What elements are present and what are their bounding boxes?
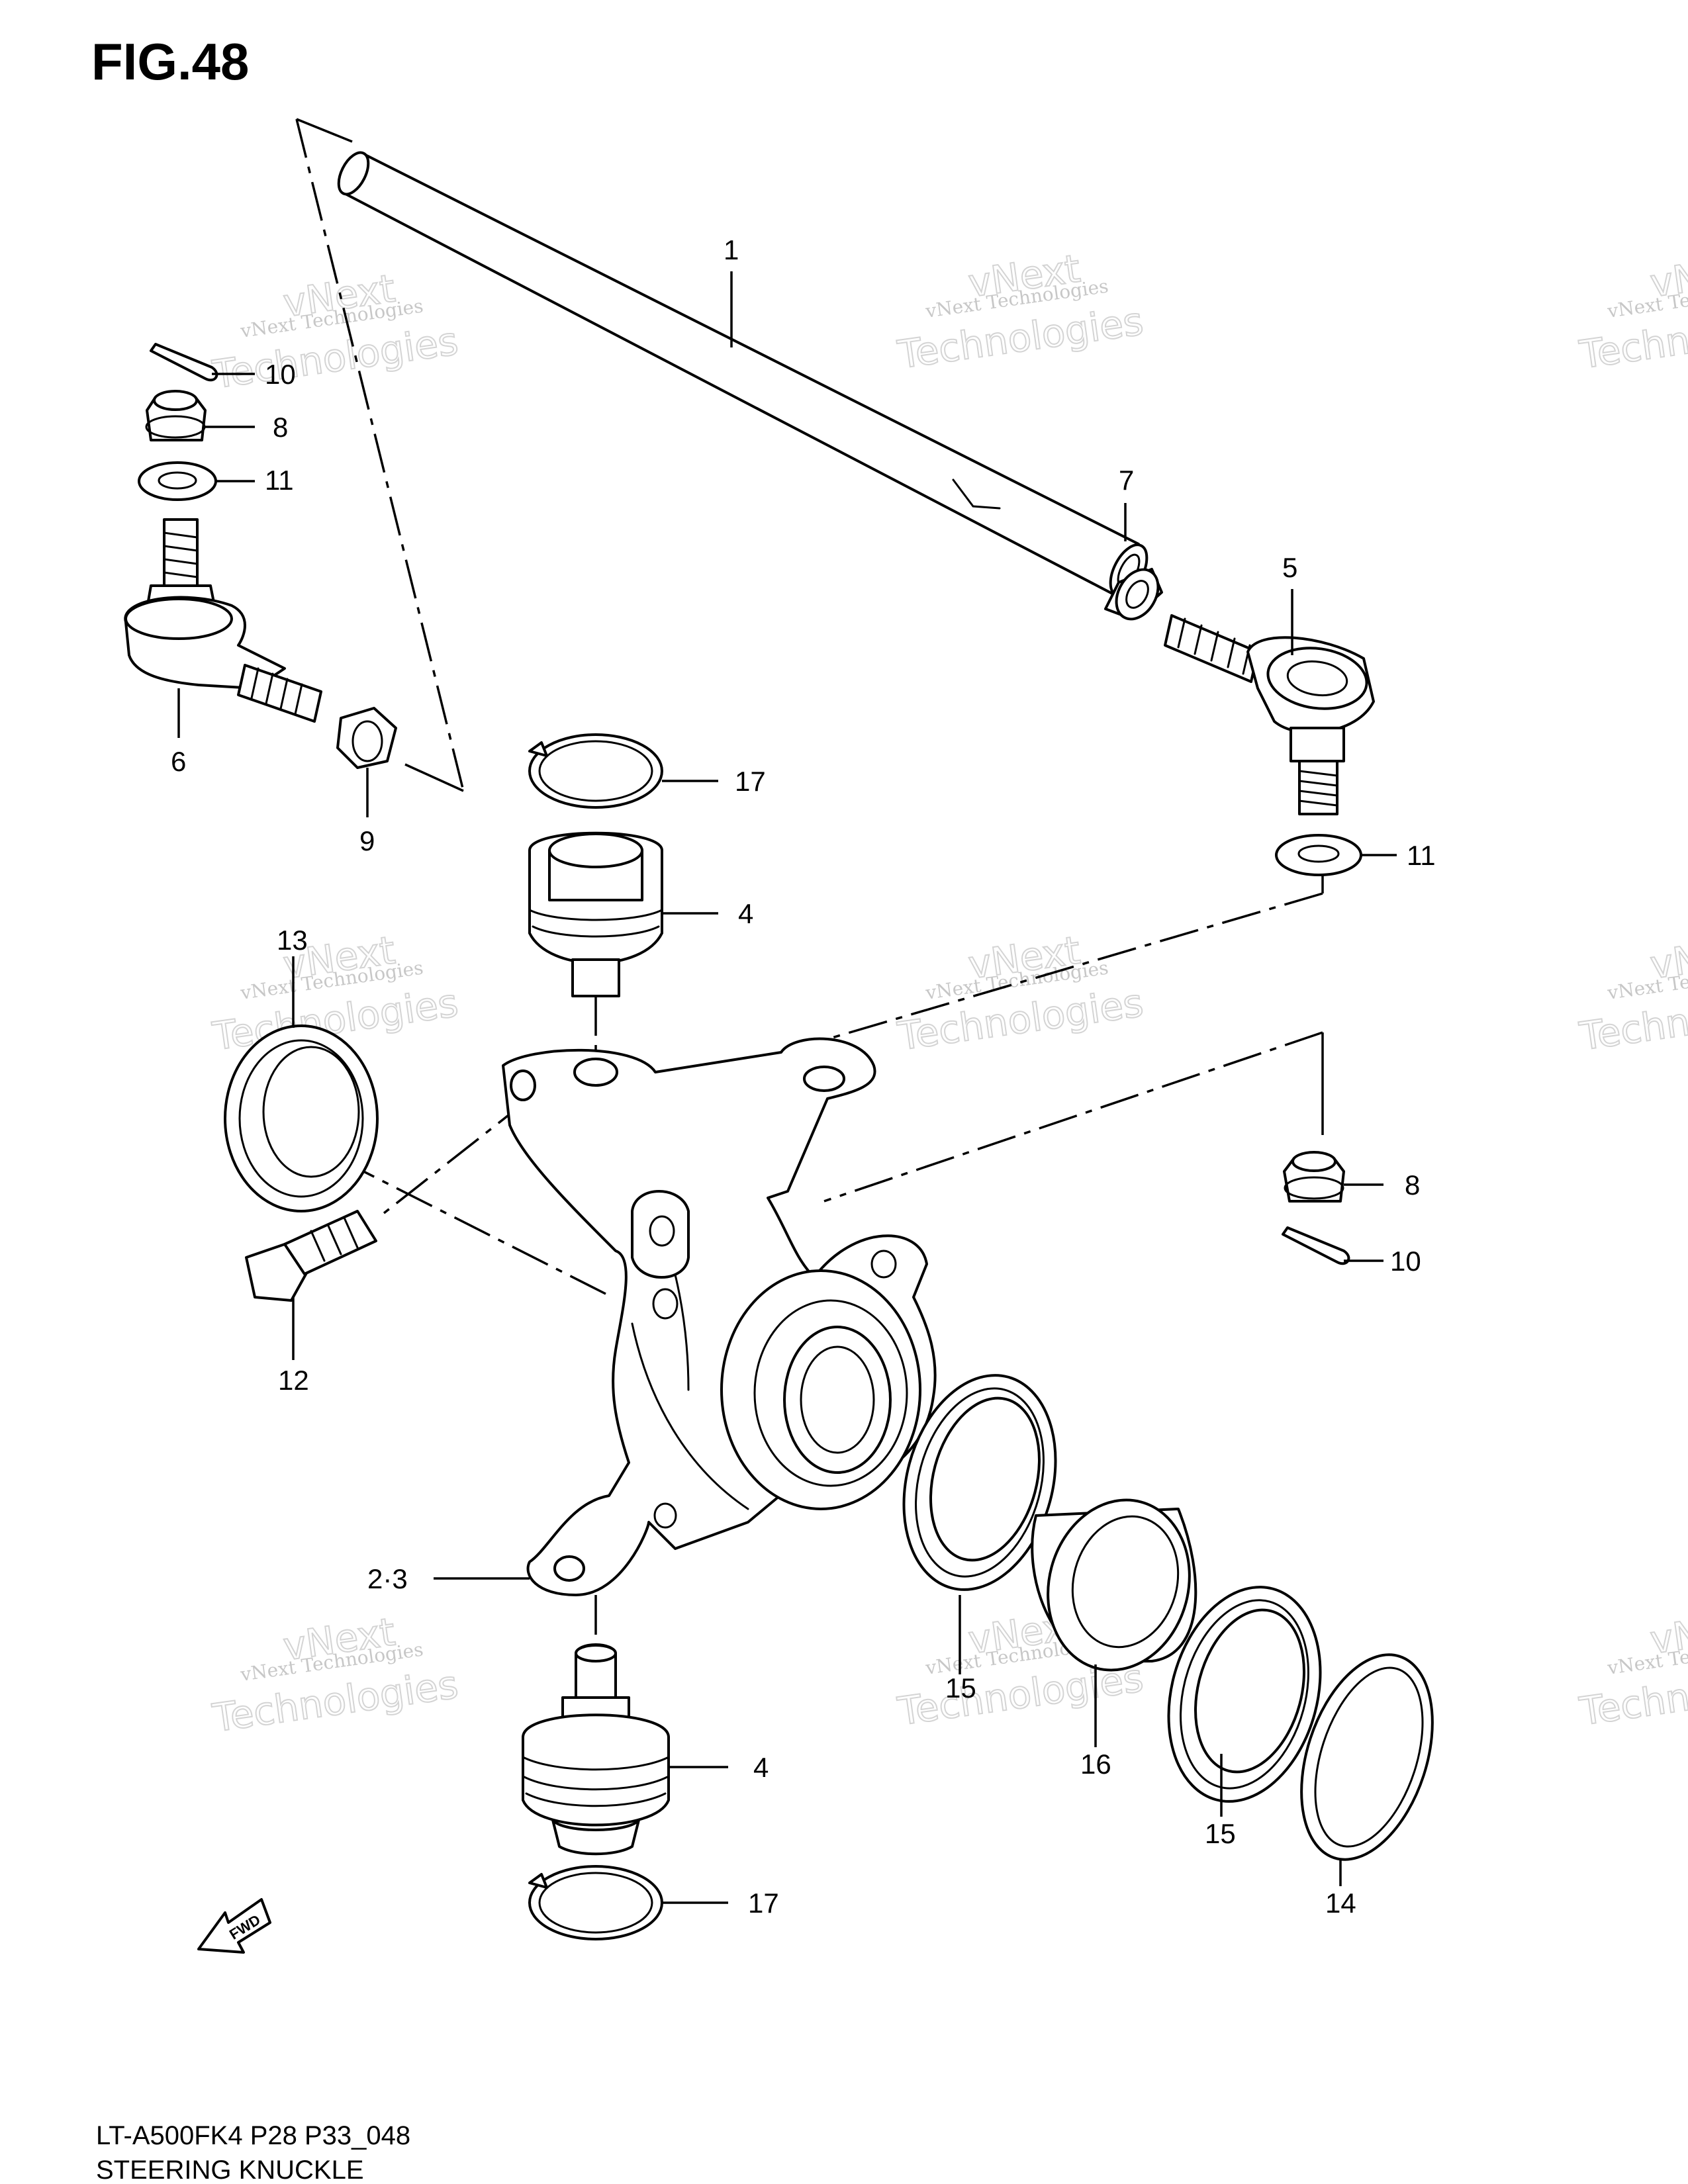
- callout-5: 5: [1282, 552, 1297, 583]
- callout-13: 13: [277, 925, 308, 956]
- callout-4: 4: [753, 1752, 769, 1783]
- callout-15: 15: [1205, 1818, 1236, 1849]
- ball-joint-lower[interactable]: [522, 1643, 670, 1856]
- castle-nut-right[interactable]: [1283, 1151, 1345, 1203]
- assembly-line: [823, 1031, 1323, 1203]
- assembly-line: [295, 118, 465, 792]
- oil-seal[interactable]: [224, 1024, 379, 1212]
- wheel-bearing[interactable]: [1029, 1484, 1208, 1686]
- callout-6: 6: [171, 746, 186, 777]
- washer-left[interactable]: [138, 461, 217, 501]
- callout-16: 16: [1080, 1749, 1111, 1780]
- callout-1: 1: [724, 234, 739, 265]
- callout-10: 10: [1390, 1246, 1421, 1277]
- callout-2-3: 2·3: [367, 1563, 408, 1594]
- callout-8: 8: [1405, 1169, 1420, 1201]
- assembly-line: [827, 892, 1323, 1040]
- circlip-upper[interactable]: [528, 733, 663, 809]
- callout-7: 7: [1119, 465, 1134, 496]
- callout-17: 17: [748, 1888, 779, 1919]
- leader-lines: [177, 271, 1397, 1904]
- callout-8: 8: [273, 412, 288, 443]
- circlip-lower[interactable]: [528, 1865, 663, 1940]
- callout-14: 14: [1325, 1888, 1356, 1919]
- tie-rod-end-right[interactable]: [1164, 614, 1375, 815]
- assembly-line: [404, 763, 464, 792]
- watermark-text: vNext: [1648, 927, 1688, 987]
- assembly-line: [296, 118, 353, 143]
- callout-10: 10: [265, 359, 296, 390]
- callout-15: 15: [945, 1672, 976, 1704]
- castle-nut-left[interactable]: [145, 390, 207, 441]
- cotter-pin-left[interactable]: [150, 343, 218, 382]
- callout-labels: 1 7 5 10 8 11 6 9 17 4 11 13 8 10 12 2·3…: [171, 234, 1436, 1919]
- wheel-oil-seal-outer[interactable]: [1146, 1570, 1343, 1819]
- callout-12: 12: [278, 1365, 309, 1396]
- callout-17: 17: [735, 766, 766, 797]
- snap-ring[interactable]: [1278, 1638, 1456, 1876]
- tie-rod-end-left[interactable]: [124, 518, 322, 723]
- figure-title: FIG.48: [91, 32, 249, 91]
- callout-9: 9: [359, 825, 375, 856]
- washer-right[interactable]: [1275, 834, 1362, 876]
- model-code: LT-A500FK4 P28 P33_048: [96, 2121, 410, 2150]
- forward-arrow-icon: FWD: [197, 1898, 271, 1954]
- watermark-text: vNext: [1648, 246, 1688, 306]
- section-name: STEERING KNUCKLE: [96, 2156, 364, 2184]
- cotter-pin-right[interactable]: [1282, 1226, 1350, 1265]
- callout-11: 11: [1407, 840, 1436, 871]
- tie-rod[interactable]: [333, 148, 1154, 602]
- ball-joint-upper[interactable]: [528, 831, 663, 997]
- bolt[interactable]: [245, 1210, 377, 1302]
- wheel-oil-seal-inner[interactable]: [881, 1358, 1078, 1607]
- lock-nut[interactable]: [1104, 562, 1166, 626]
- nut-left[interactable]: [336, 707, 397, 769]
- callout-11: 11: [265, 465, 294, 496]
- watermark-text: vNext: [1648, 1602, 1688, 1662]
- callout-4: 4: [738, 898, 753, 929]
- steering-knuckle[interactable]: [502, 1037, 937, 1596]
